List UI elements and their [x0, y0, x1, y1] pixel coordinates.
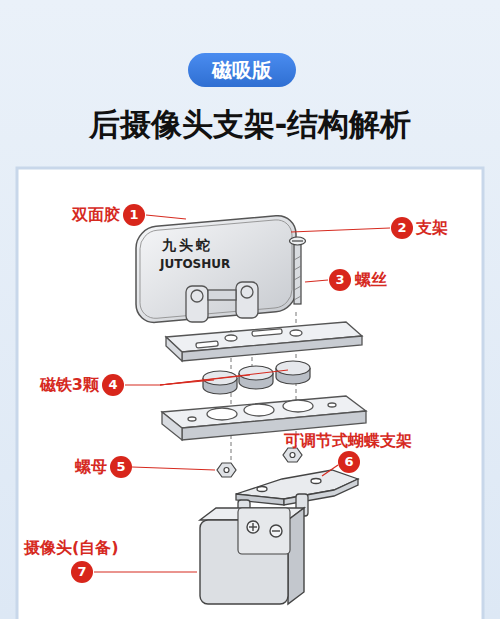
screw-part	[294, 242, 301, 304]
brand-text: 九头蛇	[162, 237, 213, 253]
leader-lines-part	[291, 228, 390, 232]
brand-mark: JUTOSHUR	[160, 258, 230, 272]
part-name: 双面胶	[72, 206, 120, 224]
callout-number: 3	[329, 269, 351, 291]
part-name: 螺丝	[355, 271, 387, 289]
camera	[200, 508, 304, 604]
nuts	[217, 448, 302, 477]
backplate-part	[136, 214, 296, 324]
callout-digit: 6	[344, 455, 353, 469]
callout-digit: 4	[108, 378, 117, 392]
brand-mark: 九头蛇	[162, 237, 213, 253]
part-name-text: 磁铁3颗	[40, 376, 99, 394]
nuts-part	[217, 463, 236, 477]
top-plate	[166, 322, 362, 361]
butterfly-bracket-part	[284, 479, 358, 505]
part-name-text: 螺母	[75, 458, 107, 476]
bottom-plate-part	[328, 403, 336, 407]
hinge-part	[186, 286, 208, 322]
part-name-text: 摄像头(自备)	[24, 539, 119, 557]
top-plate-part	[166, 337, 182, 361]
butterfly-bracket-part	[311, 479, 321, 484]
leader-lines-part	[125, 384, 160, 385]
camera-part	[270, 525, 282, 537]
screw	[290, 237, 306, 304]
part-name: 可调节式蝴蝶支架	[284, 432, 412, 450]
part-name-text: 可调节式蝴蝶支架	[284, 432, 412, 450]
leader-lines-part	[94, 571, 197, 572]
callout-number: 4	[102, 374, 124, 396]
screw-part	[294, 256, 301, 300]
magnets-part	[276, 361, 310, 375]
hinge	[186, 282, 258, 322]
callout-digit: 2	[397, 221, 406, 235]
screw-part-part	[294, 286, 301, 290]
camera-part	[238, 508, 290, 554]
nuts-part	[224, 468, 229, 473]
backplate	[136, 214, 296, 324]
top-plate-part	[252, 329, 282, 337]
camera-part	[272, 530, 280, 531]
leader-lines-part	[322, 465, 338, 476]
part-name: 螺母	[75, 458, 107, 476]
hinge-part	[236, 282, 258, 318]
brand-text: JUTOSHUR	[160, 258, 230, 272]
callout-number: 7	[71, 561, 93, 583]
callout-number: 5	[110, 456, 132, 478]
callout-number: 1	[123, 204, 145, 226]
top-plate-part	[225, 335, 237, 341]
screw-part-part	[294, 256, 301, 260]
part-name-text: 双面胶	[72, 206, 120, 224]
part-name: 摄像头(自备)	[24, 539, 119, 557]
hinge-part	[208, 290, 236, 300]
screw-part	[290, 237, 306, 245]
bottom-plate-part	[207, 408, 237, 420]
callout-digit: 5	[116, 460, 125, 474]
nuts-part	[290, 453, 295, 458]
leader-lines-part	[305, 280, 328, 282]
leader-lines	[94, 215, 390, 572]
callout-digit: 7	[77, 565, 86, 579]
nuts-part	[283, 448, 302, 462]
top-plate-part	[196, 341, 218, 348]
backplate-part-part	[140, 218, 292, 319]
magnets-part	[239, 366, 273, 380]
hinge-part	[191, 290, 203, 302]
top-plate-part	[290, 330, 302, 336]
part-name: 支架	[416, 219, 448, 237]
screw-part-part	[294, 266, 301, 270]
bottom-plate-part	[162, 412, 182, 440]
screw-part-part	[294, 276, 301, 280]
part-name-text: 支架	[416, 219, 448, 237]
bottom-plate-part	[244, 404, 274, 416]
callout-number: 6	[338, 451, 360, 473]
camera-part	[247, 521, 259, 533]
diagram-title: 后摄像头支架-结构解析	[0, 104, 500, 146]
part-name: 磁铁3颗	[40, 376, 99, 394]
top-plate-part	[182, 336, 362, 361]
leader-lines-part	[132, 467, 215, 470]
butterfly-bracket-part	[257, 487, 267, 492]
screw-part	[292, 240, 303, 241]
badge-text: 磁吸版	[212, 59, 272, 81]
version-badge: 磁吸版	[188, 53, 296, 87]
callout-digit: 1	[129, 208, 138, 222]
leader-lines-part	[160, 370, 288, 385]
content-panel	[17, 168, 483, 619]
leader-lines-part	[146, 215, 186, 219]
backplate-part-part	[136, 214, 296, 324]
part-name-text: 螺丝	[355, 271, 387, 289]
bottom-plate-part	[188, 417, 196, 421]
callout-number: 2	[391, 217, 413, 239]
camera-part	[252, 523, 253, 531]
bottom-plate-part	[283, 400, 313, 412]
screw-part-part	[294, 296, 301, 300]
title-text: 后摄像头支架-结构解析	[89, 104, 412, 146]
callout-digit: 3	[335, 273, 344, 287]
hinge-part	[241, 286, 253, 298]
